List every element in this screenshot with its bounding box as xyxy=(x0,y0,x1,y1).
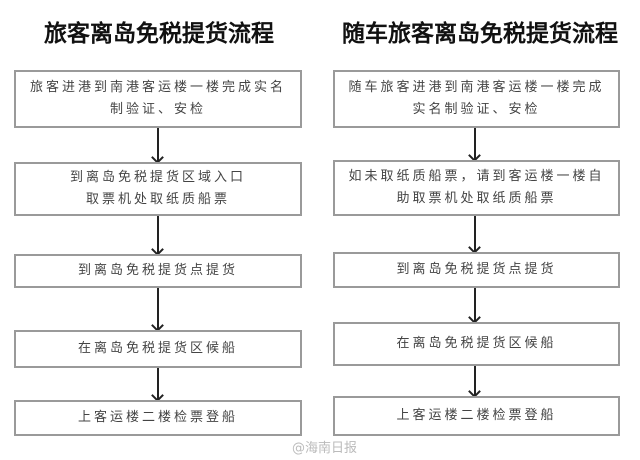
arrow-icon xyxy=(157,128,159,162)
right-step-2: 如未取纸质船票，请到客运楼一楼自助取票机处取纸质船票 xyxy=(333,160,620,216)
right-step-5: 上客运楼二楼检票登船 xyxy=(333,396,620,436)
arrow-icon xyxy=(474,366,476,396)
left-step-5: 上客运楼二楼检票登船 xyxy=(14,400,302,436)
left-step-1: 旅客进港到南港客运楼一楼完成实名制验证、安检 xyxy=(14,70,302,128)
arrow-icon xyxy=(474,288,476,322)
arrow-icon xyxy=(474,128,476,160)
arrow-icon xyxy=(157,288,159,330)
left-step-3: 到离岛免税提货点提货 xyxy=(14,254,302,288)
right-step-4: 在离岛免税提货区候船 xyxy=(333,322,620,366)
right-title: 随车旅客离岛免税提货流程 xyxy=(342,21,618,47)
left-title: 旅客离岛免税提货流程 xyxy=(44,21,274,47)
left-step-4: 在离岛免税提货区候船 xyxy=(14,330,302,368)
arrow-icon xyxy=(157,368,159,400)
arrow-icon xyxy=(474,216,476,252)
right-step-1: 随车旅客进港到南港客运楼一楼完成实名制验证、安检 xyxy=(333,70,620,128)
left-step-2: 到离岛免税提货区域入口 取票机处取纸质船票 xyxy=(14,162,302,216)
right-step-3: 到离岛免税提货点提货 xyxy=(333,252,620,288)
arrow-icon xyxy=(157,216,159,254)
watermark: @海南日报 xyxy=(292,441,358,456)
